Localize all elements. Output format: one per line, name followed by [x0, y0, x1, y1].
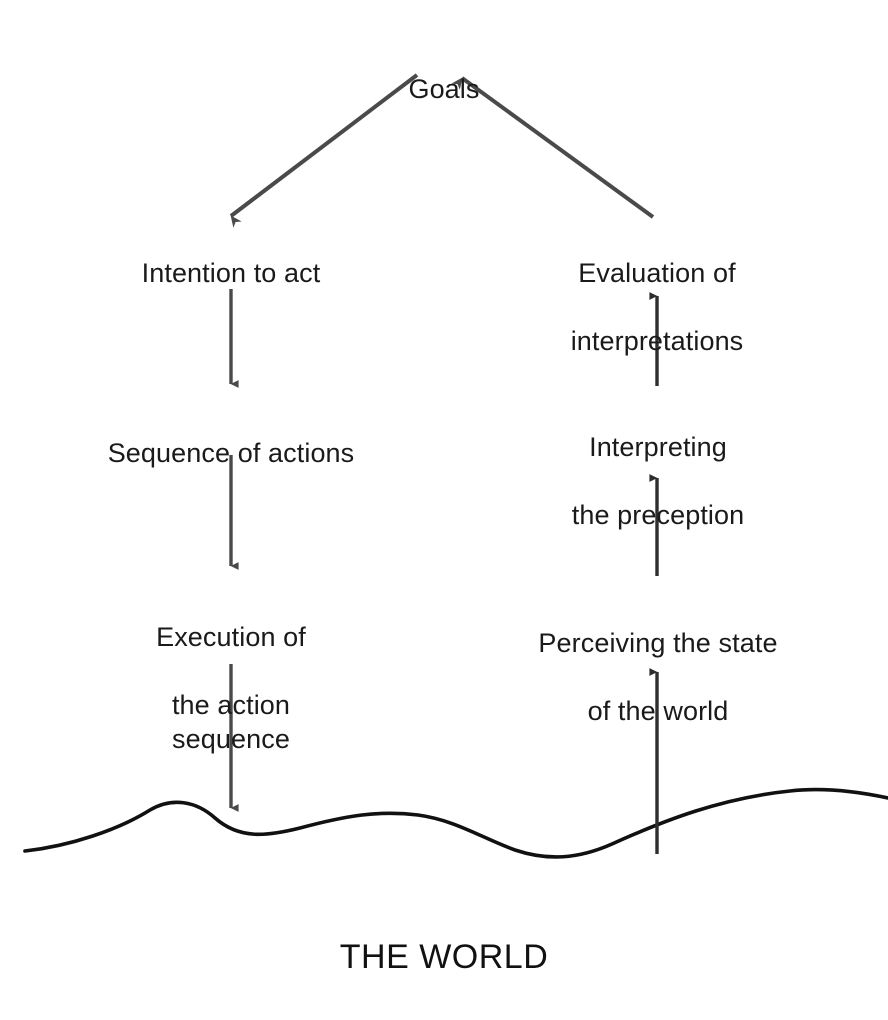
node-evaluation-line1: Evaluation of — [578, 258, 736, 289]
node-perceiving-the-state-of-the-world: Perceiving the state of the world — [521, 592, 795, 762]
node-intention-to-act: Intention to act — [111, 222, 351, 324]
node-interpreting-the-preception: Interpreting the preception — [537, 396, 779, 566]
node-sequence-of-actions: Sequence of actions — [91, 402, 371, 504]
world-caption: THE WORLD — [339, 938, 549, 976]
node-interpreting-line1: Interpreting — [589, 432, 727, 463]
node-execution-line1: Execution of — [156, 622, 306, 653]
node-perceiving-line2: of the world — [587, 696, 729, 727]
edge-evaluation-to-goals — [451, 76, 655, 219]
node-sequence-label: Sequence of actions — [107, 438, 355, 469]
edge-goals-to-intention — [229, 73, 419, 228]
node-evaluation-of-interpretations: Evaluation of interpretations — [536, 222, 778, 392]
node-interpreting-line2: the preception — [571, 500, 745, 531]
world-surface-line — [23, 787, 888, 859]
node-execution-of-the-action-sequence: Execution of the action sequence — [111, 586, 351, 790]
node-execution-line2: the action sequence — [171, 690, 291, 755]
node-goals-label: Goals — [408, 74, 480, 105]
node-perceiving-line1: Perceiving the state — [538, 628, 778, 659]
node-evaluation-line2: interpretations — [570, 326, 744, 357]
node-goals: Goals — [334, 38, 554, 140]
node-intention-label: Intention to act — [141, 258, 321, 289]
